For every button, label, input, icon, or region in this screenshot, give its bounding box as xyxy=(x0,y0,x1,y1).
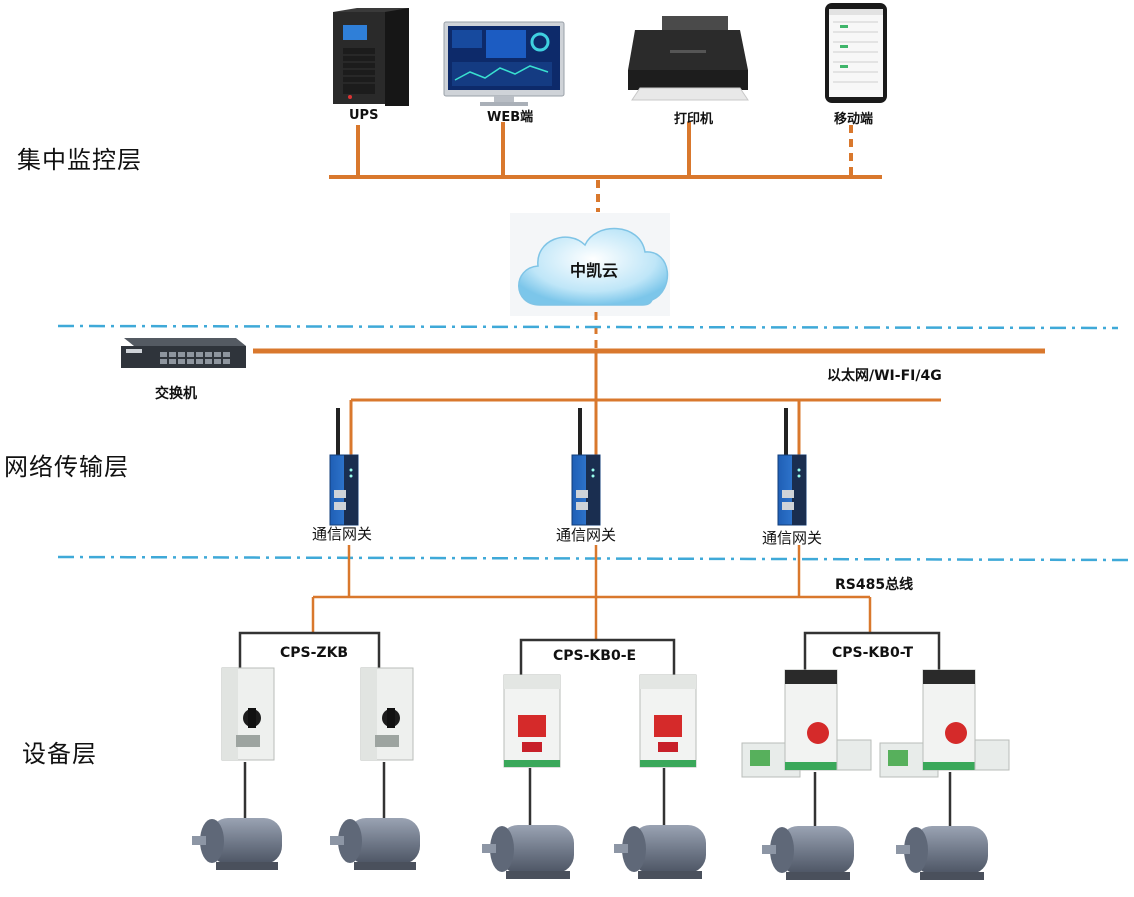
gateway-label-3: 通信网关 xyxy=(762,529,823,547)
group-label-kb0-t: CPS-KB0-T xyxy=(832,645,913,661)
gateway-icon xyxy=(571,408,601,526)
cloud-icon xyxy=(510,213,670,316)
switch-label: 交换机 xyxy=(155,386,197,402)
network-type-label: 以太网/WI-FI/4G xyxy=(827,368,942,384)
motor-icon xyxy=(330,818,420,870)
motor-icon xyxy=(896,826,988,880)
gateway-icon xyxy=(777,408,807,526)
controller-icon xyxy=(221,667,275,761)
monitoring-bus xyxy=(329,122,882,212)
gateway-label-1: 通信网关 xyxy=(312,525,373,543)
group-label-zkb: CPS-ZKB xyxy=(280,645,349,661)
switch-icon xyxy=(121,338,246,368)
motor-icon xyxy=(614,825,706,879)
layer-label-monitoring: 集中监控层 xyxy=(17,146,142,174)
mobile-label: 移动端 xyxy=(834,112,874,127)
web-label: WEB端 xyxy=(487,110,534,125)
divider-bottom xyxy=(57,555,1129,562)
ups-icon xyxy=(333,8,409,106)
ups-label: UPS xyxy=(349,108,379,123)
controller-icon xyxy=(360,667,414,761)
controller-icon xyxy=(741,669,872,778)
motor-cables xyxy=(243,762,952,826)
motor-icon xyxy=(762,826,854,880)
printer-icon xyxy=(628,16,749,101)
controller-icon xyxy=(639,674,697,768)
group-brackets xyxy=(238,631,941,690)
bus-label: RS485总线 xyxy=(835,577,914,593)
cloud-label: 中凯云 xyxy=(570,261,618,280)
motor-icon xyxy=(482,825,574,879)
gateway-label-2: 通信网关 xyxy=(556,526,617,544)
group-label-kb0-e: CPS-KB0-E xyxy=(553,648,637,664)
ethernet-bus xyxy=(253,348,1045,455)
controller-icon xyxy=(503,674,561,768)
rs485-bus xyxy=(311,545,872,640)
gateway-icon xyxy=(329,408,359,526)
phone-icon xyxy=(825,3,887,103)
motor-icon xyxy=(192,818,282,870)
printer-label: 打印机 xyxy=(674,112,714,127)
layer-label-network: 网络传输层 xyxy=(4,453,129,481)
controller-icon xyxy=(879,669,1010,778)
divider-top xyxy=(57,324,1119,330)
monitor-icon xyxy=(443,21,565,106)
layer-label-device: 设备层 xyxy=(22,740,97,768)
